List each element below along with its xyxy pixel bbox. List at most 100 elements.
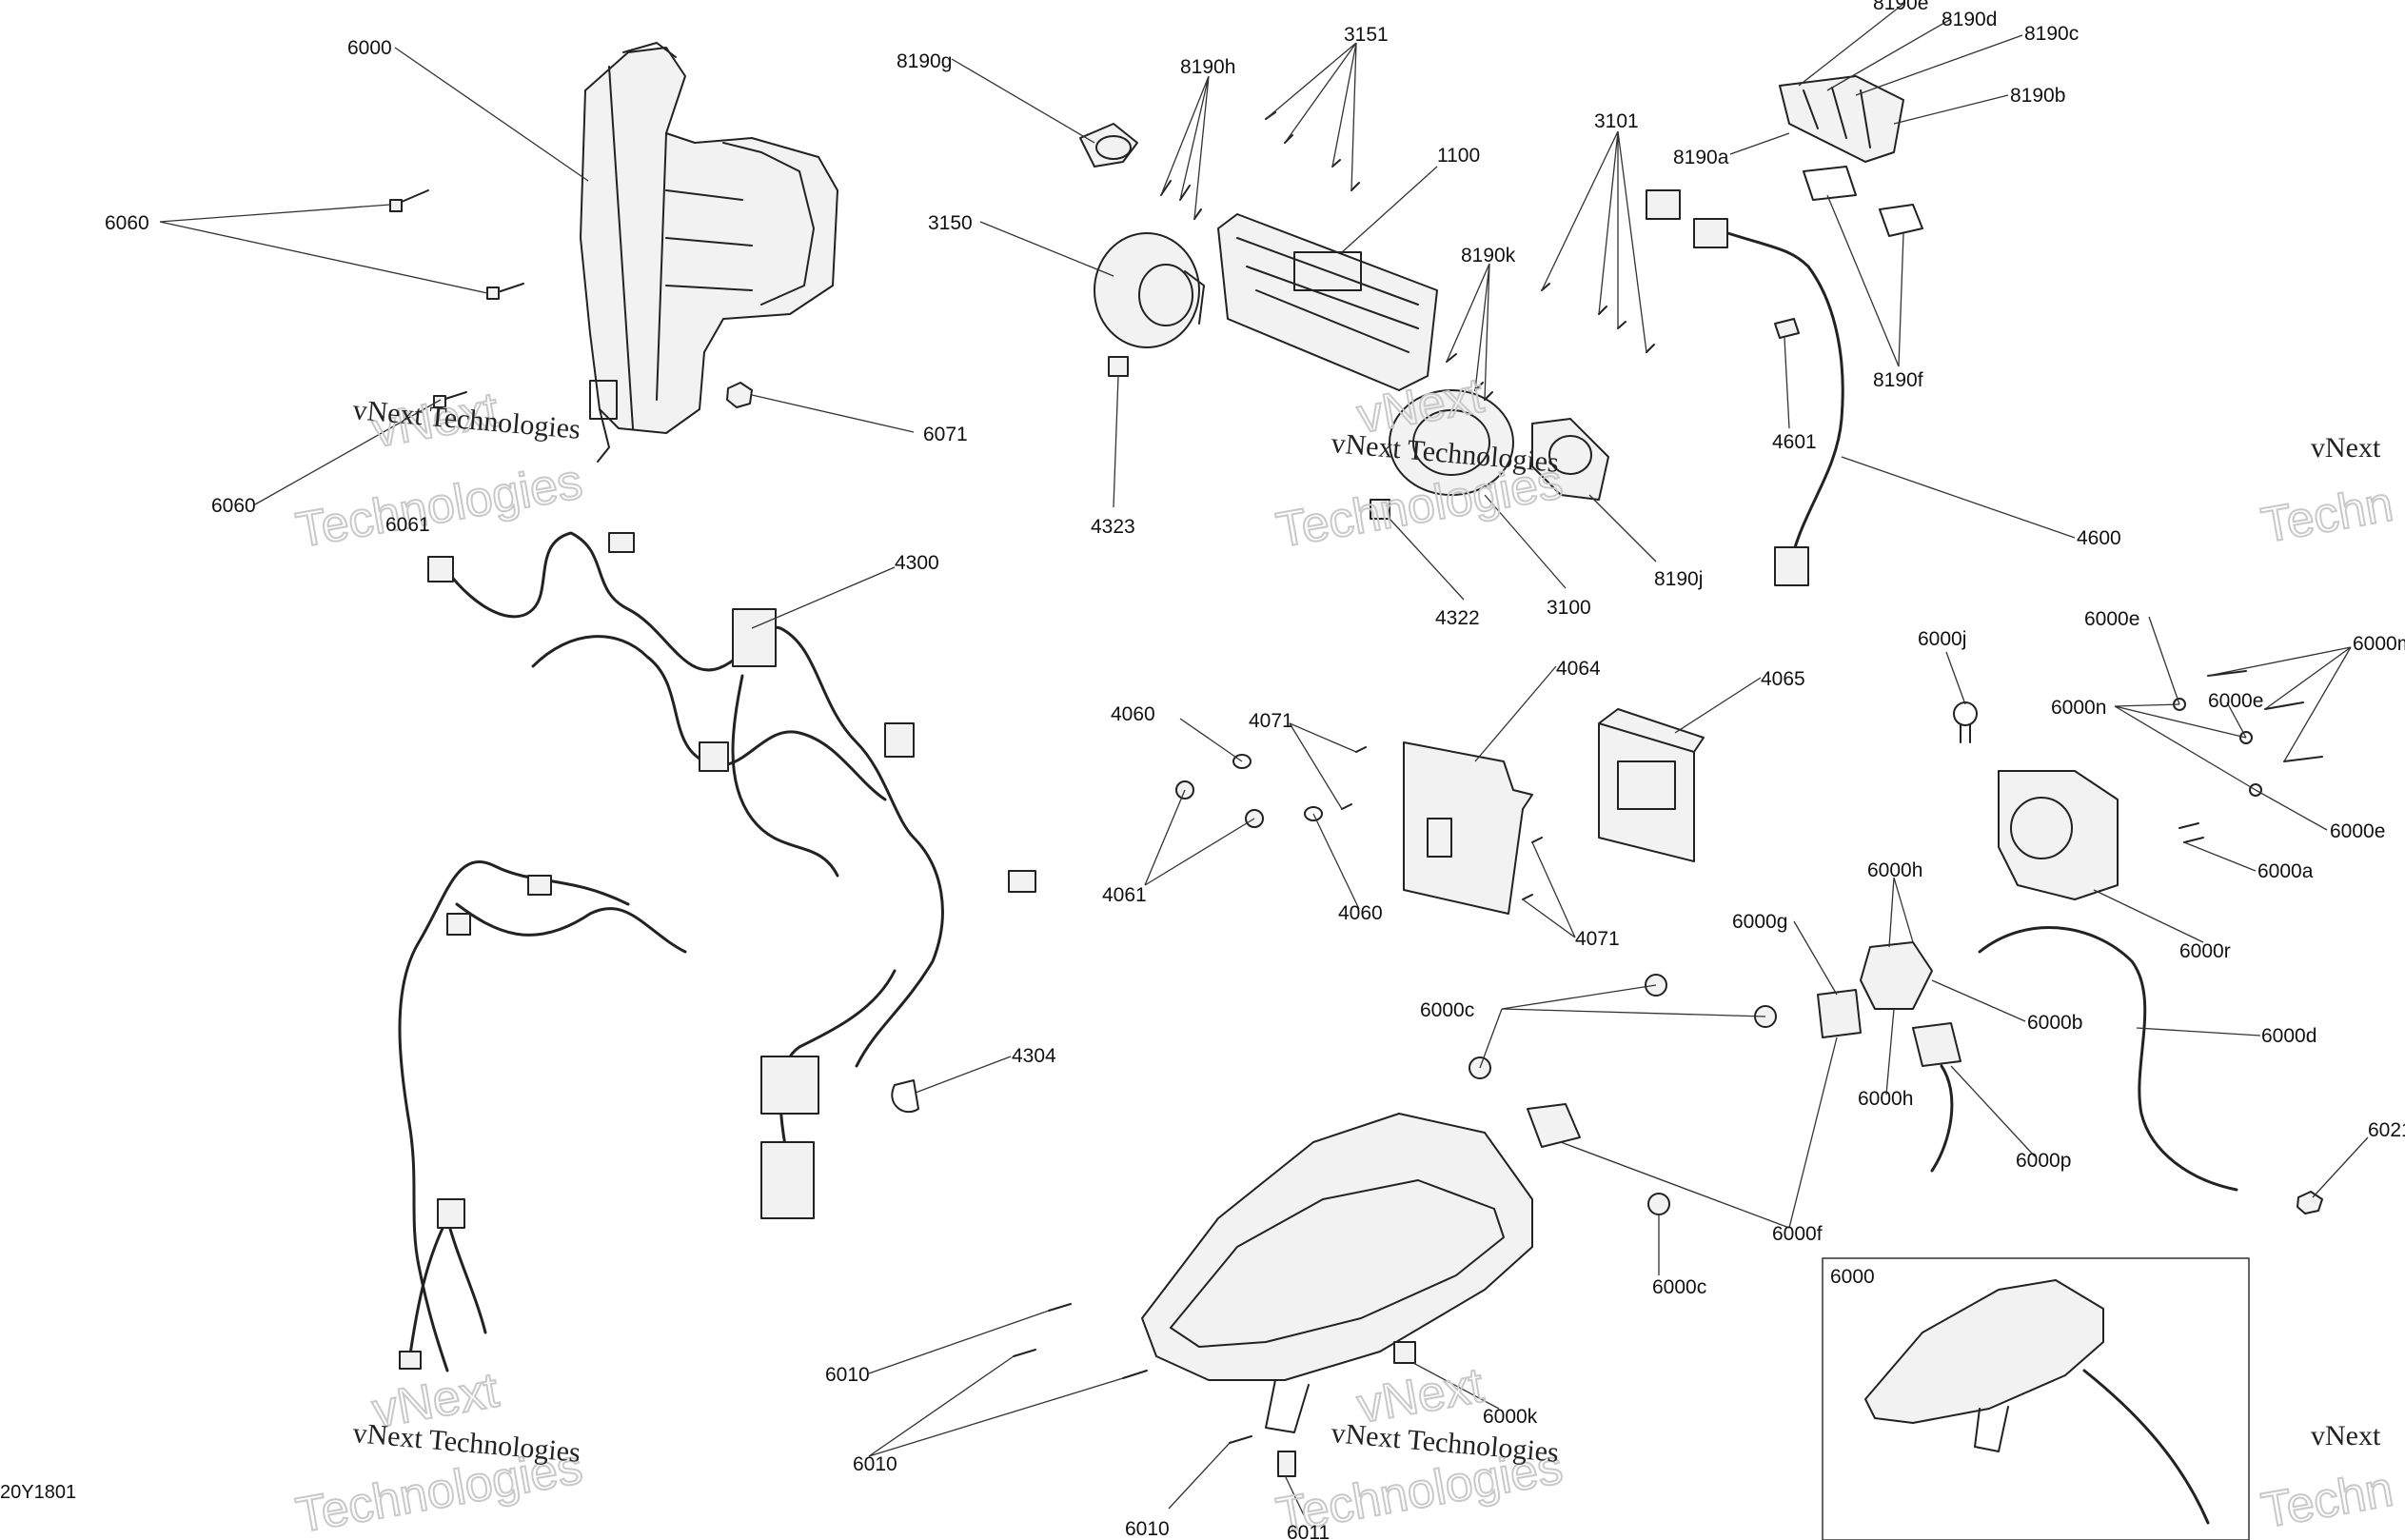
callout-6000h-bottom: 6000h <box>1858 1088 1913 1110</box>
washer-4060 <box>1232 754 1323 821</box>
module-4065 <box>1598 708 1705 862</box>
callout-6000: 6000 <box>347 37 392 59</box>
callout-6000f: 6000f <box>1772 1223 1823 1245</box>
watermark-group-4: Technologies vNext vNext Technologies <box>1271 1357 1567 1540</box>
speaker-cover-8190g <box>1079 123 1138 168</box>
instrument-cluster-1100 <box>1217 213 1438 391</box>
callout-6060-bottom: 6060 <box>211 495 256 517</box>
callout-6000c-bottom: 6000c <box>1652 1276 1706 1298</box>
callout-6000n: 6000n <box>2051 697 2106 719</box>
callout-8190b: 8190b <box>2010 85 2065 107</box>
callout-8190e: 8190e <box>1873 0 1928 14</box>
nut-6071 <box>726 382 753 408</box>
washers-6000e <box>2173 698 2262 797</box>
watermark-group-3: Technologies vNext vNext Technologies <box>291 1362 587 1540</box>
callout-6010-mid: 6010 <box>853 1453 897 1475</box>
callout-6060-top: 6060 <box>105 212 149 234</box>
callout-6000k: 6000k <box>1483 1406 1538 1428</box>
inset-box <box>1822 1257 2250 1540</box>
headlamp-6000k <box>1141 1113 1533 1433</box>
callout-4060-bottom: 4060 <box>1338 902 1383 924</box>
watermark-group-edge-top: vNext Techn <box>2257 432 2398 555</box>
watermark-edge-large-bottom: Techn <box>2257 1462 2397 1539</box>
callout-6021: 6021 <box>2368 1119 2405 1141</box>
callout-6061: 6061 <box>385 514 430 536</box>
watermark-group-edge-bottom: vNext Techn <box>2257 1420 2398 1540</box>
callout-4071-bottom: 4071 <box>1575 928 1620 950</box>
clip-6011 <box>1277 1451 1296 1477</box>
bulb-6000j <box>1953 701 1978 743</box>
clip-4304 <box>891 1079 919 1114</box>
screw-6060-c <box>433 391 467 408</box>
callout-4061: 4061 <box>1102 884 1147 906</box>
clip-6061 <box>597 408 610 463</box>
clip-4601 <box>1774 318 1800 339</box>
callout-6000g: 6000g <box>1732 911 1787 933</box>
callout-8190g: 8190g <box>897 50 952 72</box>
nut-4323 <box>1108 356 1129 377</box>
screws-3101 <box>1541 283 1655 353</box>
callout-6071: 6071 <box>923 424 968 445</box>
callout-1100: 1100 <box>1437 145 1480 167</box>
screw-6060-b <box>486 283 524 300</box>
callout-6000b: 6000b <box>2027 1012 2082 1034</box>
callout-4300: 4300 <box>895 552 939 574</box>
callout-8190j: 8190j <box>1654 568 1703 590</box>
callout-4322: 4322 <box>1435 607 1480 629</box>
callout-6000d: 6000d <box>2261 1025 2316 1047</box>
socket-6000b <box>1860 941 1933 1010</box>
screws-8190k <box>1446 353 1493 401</box>
callout-6000e-bottom: 6000e <box>2330 820 2385 842</box>
clip-6000f <box>1527 1103 1581 1148</box>
inset-headlamp-6000 <box>1864 1279 2210 1525</box>
callout-4601: 4601 <box>1772 431 1817 453</box>
callout-6000h-top: 6000h <box>1867 859 1922 881</box>
switch-block-8190 <box>1779 75 1904 163</box>
nut-4061 <box>1175 780 1264 828</box>
callout-6000j: 6000j <box>1918 628 1966 650</box>
leader-lines <box>159 3 2369 1516</box>
speaker-8190j <box>1531 418 1609 501</box>
callout-3150: 3150 <box>928 212 973 234</box>
wiring-harness-4300 <box>398 531 1036 1372</box>
watermark-edge-large-top: Techn <box>2257 477 2397 554</box>
callout-4304: 4304 <box>1012 1045 1056 1067</box>
projector-6000r <box>1998 770 2119 900</box>
callout-6000a: 6000a <box>2257 860 2314 882</box>
callout-4323: 4323 <box>1091 516 1135 538</box>
callout-6000c-top: 6000c <box>1420 999 1474 1021</box>
headlamp-assembly-6000 <box>580 42 838 434</box>
cable-6000d <box>1978 926 2238 1192</box>
callout-6000p: 6000p <box>2016 1150 2071 1172</box>
callout-6010-bottom: 6010 <box>1125 1518 1170 1540</box>
harness-4600 <box>1646 189 1844 586</box>
bracket-4064 <box>1403 741 1533 915</box>
screws-6010 <box>1013 1303 1252 1444</box>
callout-8190h: 8190h <box>1180 56 1235 78</box>
callout-8190k: 8190k <box>1461 245 1516 267</box>
callout-4065: 4065 <box>1761 668 1805 690</box>
nut-6021 <box>2297 1191 2323 1214</box>
watermark-group-2: Technologies vNext vNext Technologies <box>1271 367 1567 560</box>
screws-4071 <box>1341 746 1543 900</box>
screw-6060-a <box>389 189 429 212</box>
screws-6000m <box>2207 670 2323 762</box>
callout-6000e-top: 6000e <box>2084 608 2139 630</box>
watermark-edge-text-top: vNext <box>2311 432 2381 464</box>
callout-8190d: 8190d <box>1942 9 1997 30</box>
clip-6000g <box>1817 989 1862 1038</box>
speaker-3100 <box>1389 389 1514 496</box>
callout-labels: 6000 6060 6060 6071 6061 4300 4304 8190g… <box>105 0 2405 1540</box>
callout-6011: 6011 <box>1287 1522 1330 1540</box>
callout-6010-top: 6010 <box>825 1364 870 1386</box>
callout-6000m: 6000m <box>2353 633 2405 655</box>
speaker-3150 <box>1094 232 1205 348</box>
connector-6000p <box>1912 1022 1961 1173</box>
nut-4322 <box>1370 499 1390 520</box>
screws-6000a <box>2178 822 2204 843</box>
watermark-edge-text-bottom: vNext <box>2311 1420 2381 1451</box>
screws-3151 <box>1265 111 1360 191</box>
watermark-group-1: Technologies vNext vNext Technologies <box>291 382 587 560</box>
drawing-code: 20Y1801 <box>0 1482 76 1503</box>
